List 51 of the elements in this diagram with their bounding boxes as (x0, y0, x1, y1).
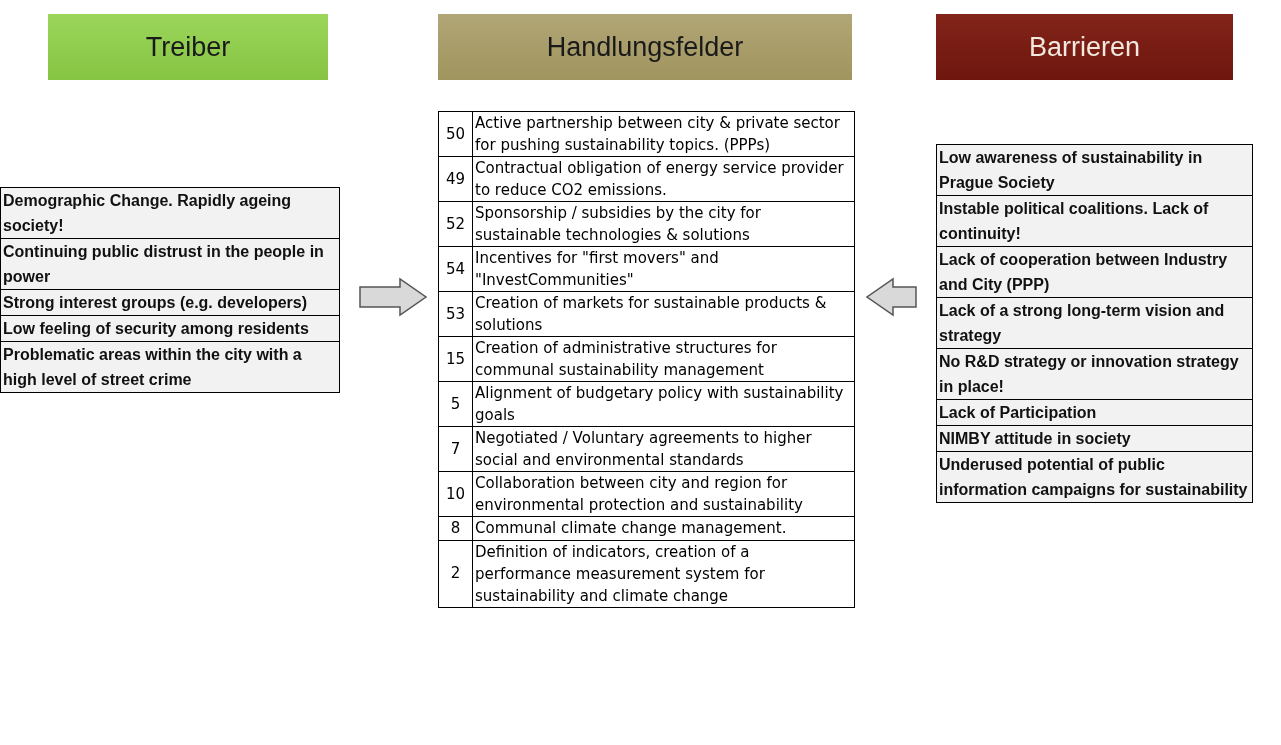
list-row: Demographic Change. Rapidly ageing society! (1, 188, 339, 239)
action-text: Active partnership between city & private sector for pushing sustainability topics. (PPPs) (474, 113, 841, 156)
table-row (439, 247, 854, 292)
list-row: Strong interest groups (e.g. developers) (1, 290, 339, 316)
action-text: Alignment of budgetary policy with sustainability goals (474, 383, 845, 426)
list-panel (936, 144, 1253, 503)
rank-number: 2 (450, 563, 461, 585)
action-text: Incentives for "first movers" and "InvestCommunities" (474, 248, 720, 291)
list-row: Continuing public distrust in the people in power (1, 239, 339, 290)
rank-number: 50 (445, 123, 466, 145)
table-row (439, 292, 854, 337)
rank-number: 49 (445, 168, 466, 190)
table-row (439, 202, 854, 247)
rank-number: 53 (445, 303, 466, 325)
header-band: Handlungsfelder (438, 14, 852, 80)
action-text: Collaboration between city and region for environmental protection and sustainability (474, 473, 804, 516)
list-row: No R&D strategy or innovation strategy in place! (937, 349, 1252, 400)
list-row: Lack of a strong long-term vision and strategy (937, 298, 1252, 349)
table-panel (438, 111, 855, 608)
table-row (439, 112, 854, 157)
action-text: Negotiated / Voluntary agreements to higher social and environmental standards (474, 428, 813, 471)
action-text: Contractual obligation of energy service provider to reduce CO2 emissions. (474, 158, 845, 201)
rank-number: 5 (450, 393, 461, 415)
action-text: Creation of administrative structures for communal sustainability management (474, 338, 778, 381)
list-row: NIMBY attitude in society (937, 426, 1252, 452)
rank-number: 7 (450, 438, 461, 460)
table-row (439, 427, 854, 472)
action-text: Creation of markets for sustainable products & solutions (474, 293, 828, 336)
list-row: Low feeling of security among residents (1, 316, 339, 342)
action-text: Communal climate change management. (474, 518, 788, 539)
rank-number: 15 (445, 348, 466, 370)
rank-number: 54 (445, 258, 466, 280)
block-arrow (865, 277, 917, 317)
table-row (439, 517, 854, 541)
rank-number: 8 (450, 518, 461, 539)
block-arrow (359, 277, 428, 317)
header-band: Barrieren (936, 14, 1233, 80)
list-row: Lack of Participation (937, 400, 1252, 426)
rank-number: 52 (445, 213, 466, 235)
list-row: Problematic areas within the city with a high level of street crime (1, 342, 339, 392)
action-text: Sponsorship / subsidies by the city for sustainable technologies & solutions (474, 203, 762, 246)
list-row: Lack of cooperation between Industry and City (PPP) (937, 247, 1252, 298)
list-row: Underused potential of public information campaigns for sustainability (937, 452, 1252, 502)
list-row: Low awareness of sustainability in Prague Society (937, 145, 1252, 196)
action-text: Definition of indicators, creation of a performance measurement system for sustainability and climate change (474, 541, 766, 607)
rank-number: 10 (445, 483, 466, 505)
list-panel (0, 187, 340, 393)
table-row (439, 337, 854, 382)
table-row (439, 472, 854, 517)
list-row: Instable political coalitions. Lack of continuity! (937, 196, 1252, 247)
header-band: Treiber (48, 14, 328, 80)
